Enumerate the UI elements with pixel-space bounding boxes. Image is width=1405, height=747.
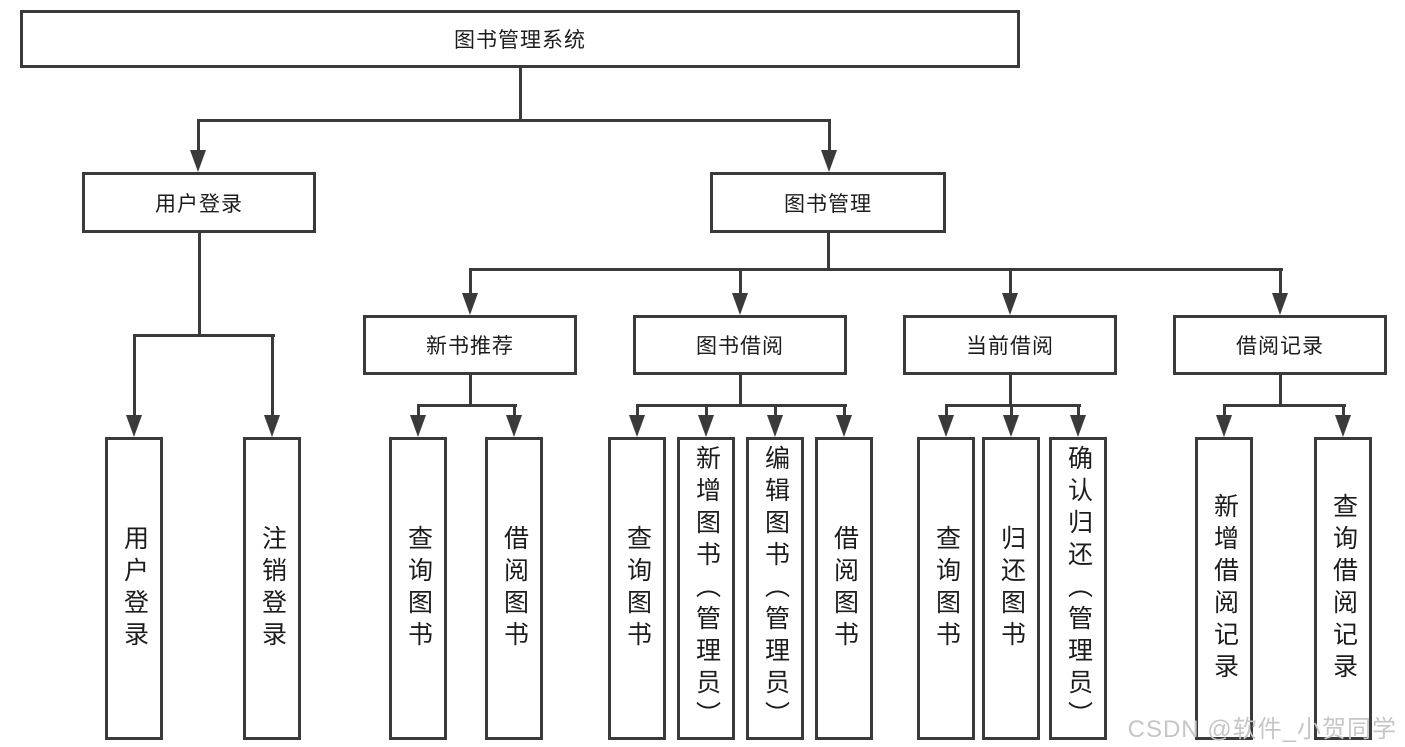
arrow-down-icon (1216, 415, 1232, 437)
leaf-borrowing-edit-books-label: 编辑图书（管理员） (761, 444, 790, 733)
arrow-down-icon (410, 415, 426, 437)
leaf-borrowing-query-books-label: 查询图书 (623, 524, 652, 653)
arrow-down-icon (126, 415, 142, 437)
connector-line (197, 119, 200, 152)
node-book-borrowing: 图书借阅 (633, 315, 847, 375)
leaf-records-query-record: 查询借阅记录 (1314, 437, 1372, 740)
node-root-label: 图书管理系统 (454, 29, 586, 52)
connector-line (1010, 404, 1013, 417)
leaf-current-return-books: 归还图书 (982, 437, 1040, 740)
leaf-user-login-label: 用户登录 (120, 524, 149, 653)
connector-line (1223, 404, 1226, 417)
arrow-down-icon (1070, 415, 1086, 437)
arrow-down-icon (938, 415, 954, 437)
leaf-borrowing-borrow-books: 借阅图书 (815, 437, 873, 740)
leaf-borrowing-add-books-label: 新增图书（管理员） (692, 444, 721, 733)
connector-line (469, 375, 472, 407)
connector-line (843, 404, 846, 417)
connector-line (198, 233, 201, 337)
connector-line (945, 404, 1081, 407)
leaf-borrowing-edit-books: 编辑图书（管理员） (746, 437, 804, 740)
connector-line (417, 404, 420, 417)
arrow-down-icon (767, 415, 783, 437)
connector-line (705, 404, 708, 417)
leaf-records-query-record-label: 查询借阅记录 (1329, 492, 1358, 685)
connector-line (1077, 404, 1080, 417)
leaf-current-confirm-return-label: 确认归还（管理员） (1064, 444, 1093, 733)
arrow-down-icon (462, 293, 478, 315)
arrow-down-icon (821, 150, 837, 172)
connector-line (739, 268, 742, 295)
connector-line (271, 334, 274, 417)
node-user-login: 用户登录 (82, 172, 316, 233)
connector-line (1009, 268, 1012, 295)
arrow-down-icon (264, 415, 280, 437)
leaf-borrowing-query-books: 查询图书 (608, 437, 666, 740)
arrow-down-icon (698, 415, 714, 437)
arrow-down-icon (732, 293, 748, 315)
connector-line (133, 334, 275, 337)
arrow-down-icon (629, 415, 645, 437)
node-book-management: 图书管理 (710, 172, 946, 233)
leaf-borrowing-borrow-books-label: 借阅图书 (830, 524, 859, 653)
arrow-down-icon (1272, 293, 1288, 315)
leaf-current-query-books: 查询图书 (917, 437, 975, 740)
connector-line (1279, 375, 1282, 407)
node-borrowing-records: 借阅记录 (1173, 315, 1387, 375)
connector-line (197, 119, 831, 122)
node-new-book-recommend: 新书推荐 (363, 315, 577, 375)
connector-line (1223, 404, 1346, 407)
arrow-down-icon (836, 415, 852, 437)
connector-line (469, 268, 472, 295)
csdn-watermark: CSDN @软件_小贺同学 (1127, 716, 1397, 743)
connector-line (1009, 375, 1012, 407)
node-root: 图书管理系统 (20, 10, 1020, 68)
connector-line (469, 268, 1283, 271)
connector-line (513, 404, 516, 417)
leaf-records-add-record-label: 新增借阅记录 (1210, 492, 1239, 685)
leaf-recommend-query-books: 查询图书 (389, 437, 447, 740)
connector-line (774, 404, 777, 417)
leaf-borrowing-add-books: 新增图书（管理员） (677, 437, 735, 740)
node-current-borrowing: 当前借阅 (903, 315, 1117, 375)
leaf-user-login: 用户登录 (105, 437, 163, 740)
arrow-down-icon (506, 415, 522, 437)
leaf-logout: 注销登录 (243, 437, 301, 740)
node-current-borrowing-label: 当前借阅 (966, 335, 1054, 358)
leaf-current-query-books-label: 查询图书 (932, 524, 961, 653)
connector-line (519, 68, 522, 122)
node-borrowing-records-label: 借阅记录 (1236, 335, 1324, 358)
node-user-login-label: 用户登录 (155, 192, 243, 216)
node-new-book-recommend-label: 新书推荐 (426, 335, 514, 358)
connector-line (133, 334, 136, 417)
node-book-borrowing-label: 图书借阅 (696, 335, 784, 358)
connector-line (828, 119, 831, 152)
connector-line (636, 404, 847, 407)
leaf-recommend-borrow-books-label: 借阅图书 (500, 524, 529, 653)
connector-line (739, 375, 742, 407)
connector-line (827, 233, 830, 271)
node-book-management-label: 图书管理 (784, 192, 872, 216)
connector-line (1342, 404, 1345, 417)
leaf-logout-label: 注销登录 (258, 524, 287, 653)
connector-line (1279, 268, 1282, 295)
arrow-down-icon (1002, 293, 1018, 315)
arrow-down-icon (1003, 415, 1019, 437)
leaf-current-confirm-return: 确认归还（管理员） (1049, 437, 1107, 740)
connector-line (417, 404, 517, 407)
leaf-recommend-query-books-label: 查询图书 (404, 524, 433, 653)
connector-line (945, 404, 948, 417)
connector-line (636, 404, 639, 417)
leaf-recommend-borrow-books: 借阅图书 (485, 437, 543, 740)
arrow-down-icon (190, 150, 206, 172)
arrow-down-icon (1335, 415, 1351, 437)
leaf-current-return-books-label: 归还图书 (997, 524, 1026, 653)
leaf-records-add-record: 新增借阅记录 (1195, 437, 1253, 740)
